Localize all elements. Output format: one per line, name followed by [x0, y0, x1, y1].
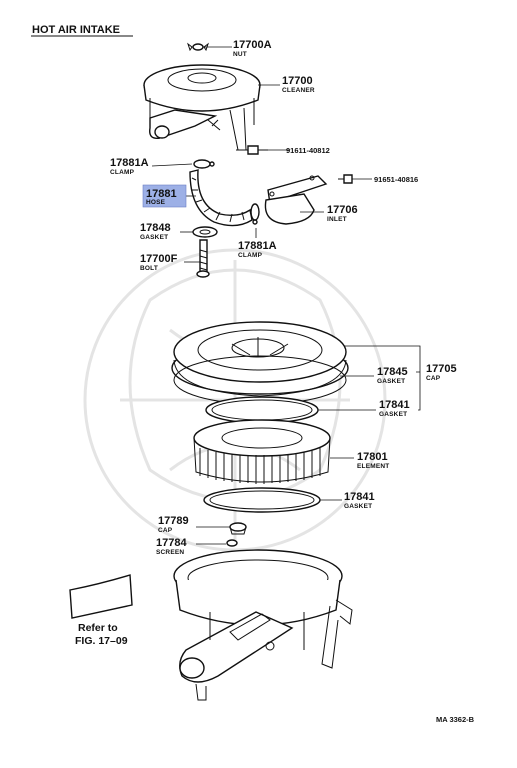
reference-note-line2: FIG. 17–09 — [75, 635, 128, 647]
part-name-label: SCREEN — [156, 549, 184, 556]
part-name-label: CLAMP — [238, 252, 263, 259]
part-number-label: 17841 — [344, 491, 375, 503]
part-name-label: CLEANER — [282, 87, 315, 94]
bolt-91611 — [247, 145, 268, 155]
highlight-box — [142, 184, 187, 208]
part-name-label: GASKET — [344, 503, 372, 510]
part-name-label: ELEMENT — [357, 463, 389, 470]
gasket-17841-upper — [205, 396, 319, 424]
leader-lines — [151, 46, 421, 545]
diagram-code: MA 3362-B — [436, 715, 475, 724]
screen — [226, 539, 238, 547]
page-title: HOT AIR INTAKE — [32, 24, 120, 36]
part-number-label: 17845 — [377, 366, 408, 378]
part-number-label: 17848 — [140, 222, 171, 234]
air-cleaner-housing — [143, 64, 261, 151]
part-number-label: 17881A — [110, 157, 149, 169]
part-number-label: 17705 — [426, 363, 457, 375]
bolt-91651 — [338, 174, 353, 184]
reference-note-line1: Refer to — [78, 622, 118, 634]
small-cap — [229, 522, 247, 535]
part-name-label: INLET — [327, 216, 347, 223]
part-number-label: 17801 — [357, 451, 388, 463]
part-name-label: CAP — [158, 527, 173, 534]
reference-sheet-icon — [69, 574, 133, 619]
part-number-label: 17706 — [327, 204, 358, 216]
gasket-17841-lower — [203, 487, 321, 513]
hose — [189, 169, 253, 227]
part-labels: 17700A NUT 17700 CLEANER 91611-40812 178… — [110, 39, 457, 556]
part-name-label: CLAMP — [110, 169, 135, 176]
filter-element — [193, 419, 331, 484]
part-number-label: 91611-40812 — [286, 146, 330, 155]
part-number-label: 17789 — [158, 515, 189, 527]
part-number-label: 17700F — [140, 253, 178, 265]
cap-assembly — [171, 321, 349, 397]
part-number-label: 17841 — [379, 399, 410, 411]
part-name-label: GASKET — [377, 378, 405, 385]
clamp-upper — [193, 159, 215, 169]
part-number-label: 17881 — [146, 188, 177, 200]
part-number-label: 17700 — [282, 75, 313, 87]
part-number-label: 91651-40816 — [374, 175, 418, 184]
clamp-lower — [250, 203, 260, 225]
lower-housing — [173, 549, 353, 701]
inlet — [264, 175, 328, 225]
gasket-17848 — [192, 226, 218, 238]
bolt-17700f — [196, 239, 210, 278]
part-name-label: BOLT — [140, 265, 158, 272]
part-name-label: HOSE — [146, 199, 166, 206]
part-name-label: CAP — [426, 375, 441, 382]
part-number-label: 17700A — [233, 39, 272, 51]
part-name-label: GASKET — [379, 411, 407, 418]
part-name-label: NUT — [233, 51, 247, 58]
part-number-label: 17784 — [156, 537, 187, 549]
part-number-label: 17881A — [238, 240, 277, 252]
part-name-label: GASKET — [140, 234, 168, 241]
